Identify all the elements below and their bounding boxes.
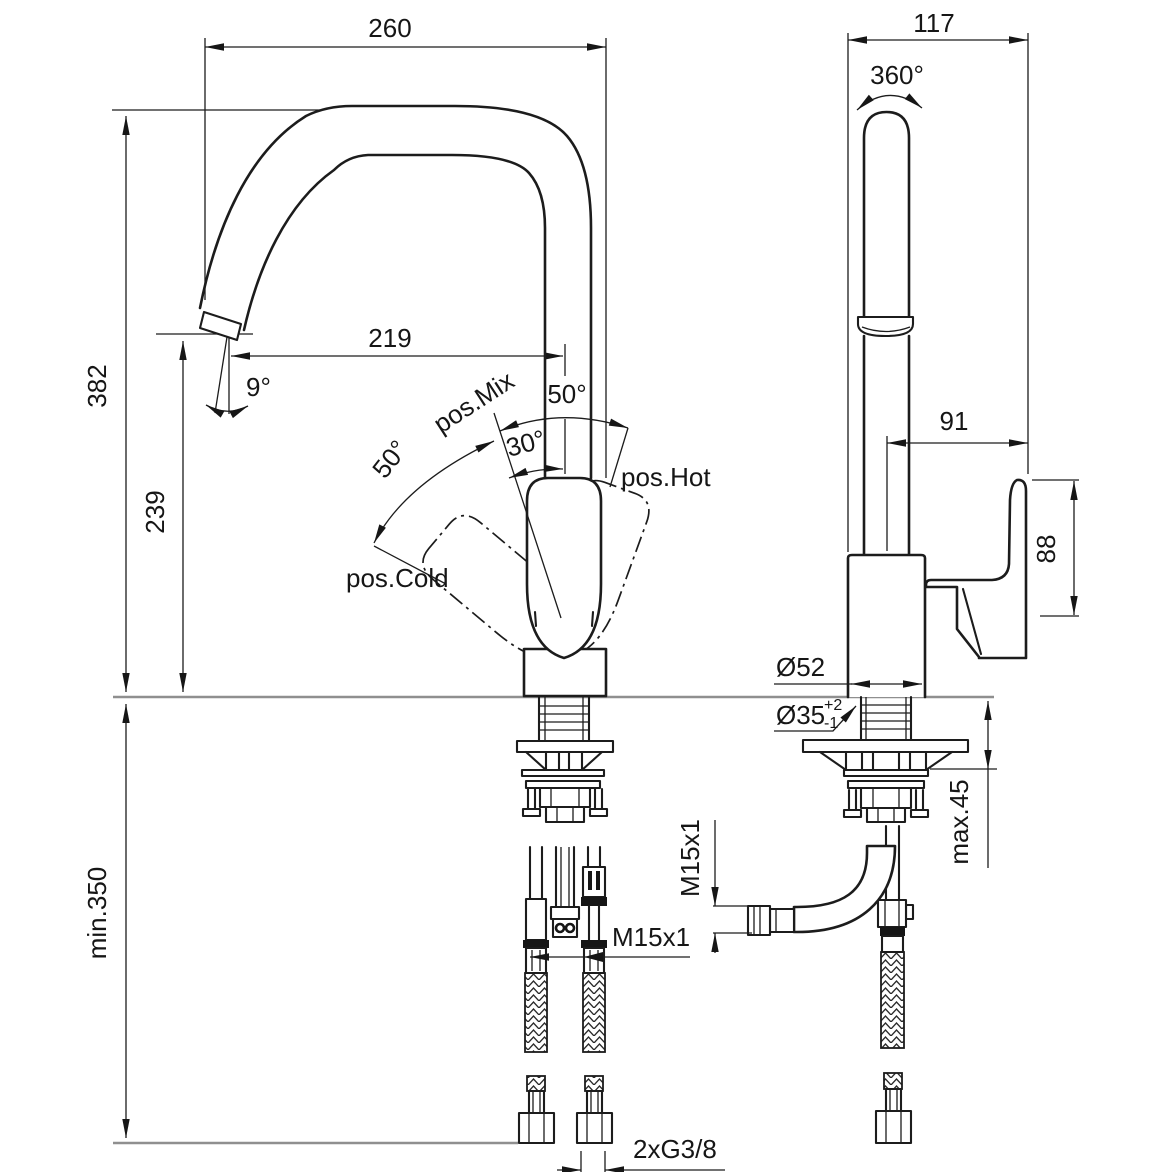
handle-front-detail (533, 610, 595, 628)
hole-tol-plus: +2 (824, 697, 842, 714)
supply-hoses-side (746, 824, 915, 1145)
spout-angle-label: 9° (246, 372, 271, 402)
dim-spout-reach-label: 219 (368, 323, 411, 353)
dim-max-deck-thickness: max.45 (930, 701, 997, 868)
spout-front (198, 104, 593, 480)
dim-overall-height-label: 382 (82, 364, 112, 407)
angle-cold-label: 50° (366, 434, 414, 483)
dim-max-deck-label: max.45 (944, 779, 974, 864)
spout-outer-edge (198, 104, 593, 480)
dim-handle-height: 88 (1031, 479, 1079, 617)
swivel-angle: 360° (856, 60, 924, 111)
dim-overall-height: 382 (82, 109, 322, 692)
handle-front (525, 476, 603, 660)
spout-side (856, 110, 915, 556)
hose-thread-label-side: M15x1 (675, 819, 705, 897)
dim-hole-diameter-label: Ø35 (776, 700, 825, 730)
pos-mix-label: pos.Mix (428, 365, 519, 439)
dim-outlet-height: 239 (140, 333, 253, 692)
spout-outlet-ring (856, 315, 915, 338)
handle-side (924, 478, 1028, 660)
bent-hose-side (792, 844, 897, 934)
hose-thread-callout-side: M15x1 (675, 819, 752, 953)
supply-thread-callout: 2xG3/8 (557, 1134, 725, 1172)
dim-outlet-height-label: 239 (140, 490, 170, 533)
spout-inner-edge (242, 153, 547, 480)
angle-mix-label: 30° (503, 424, 549, 463)
dim-overall-depth-label: 117 (913, 8, 954, 38)
dim-overall-depth: 117 (847, 8, 1029, 552)
mounting-hardware-front (515, 695, 615, 824)
dim-spout-axis-offset-label: 91 (940, 406, 969, 436)
dim-spout-angle: 9° (205, 336, 271, 419)
dim-overall-width-label: 260 (368, 13, 411, 43)
pos-cold-label: pos.Cold (346, 563, 449, 593)
faucet-body-side (846, 553, 927, 699)
front-view: 260 382 239 219 9° min.350 (82, 13, 725, 1172)
dim-body-diameter: Ø52 (774, 652, 922, 688)
dim-overall-width: 260 (204, 13, 607, 478)
supply-hoses-front (523, 845, 607, 1053)
angle-hot-label: 50° (547, 379, 586, 409)
dim-spout-axis-offset: 91 (886, 406, 1028, 551)
swivel-angle-label: 360° (870, 60, 924, 90)
supply-connectors-front (517, 1075, 614, 1145)
spout-aerator (198, 310, 243, 342)
dim-spout-reach: 219 (231, 323, 563, 360)
dim-hole-diameter: Ø35 +2 -1 (774, 697, 857, 732)
side-view: 117 360° 91 88 (675, 8, 1079, 1145)
dim-min-clearance: min.350 (82, 704, 130, 1138)
supply-thread-label: 2xG3/8 (633, 1134, 717, 1164)
dim-min-clearance-label: min.350 (82, 867, 112, 960)
dim-body-diameter-label: Ø52 (776, 652, 825, 682)
hole-tol-minus: -1 (824, 715, 838, 732)
hose-thread-label-front: M15x1 (612, 922, 690, 952)
hose-thread-callout-front: M15x1 (530, 922, 690, 962)
dim-handle-height-label: 88 (1031, 535, 1061, 564)
pos-hot-label: pos.Hot (621, 462, 711, 492)
mounting-hardware-side (801, 695, 970, 824)
